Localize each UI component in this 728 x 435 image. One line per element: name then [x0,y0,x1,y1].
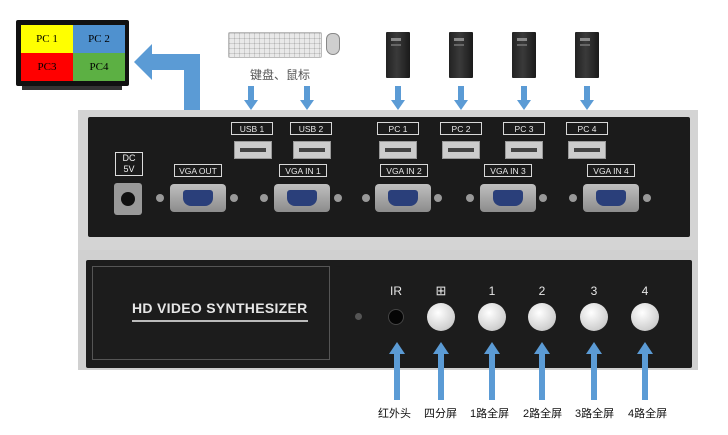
channel-1-button[interactable] [478,303,506,331]
channel-3-button[interactable] [580,303,608,331]
usb1-label: USB 1 [231,122,273,135]
label-full-1: 1路全屏 [470,408,510,420]
label-ir-receiver: 红外头 [378,408,411,420]
screw [539,194,547,202]
arrow-up-icon [484,342,500,400]
screw [569,194,577,202]
pc-tower-icon [449,32,473,78]
brand-underline [132,320,308,322]
pc-tower-icon [575,32,599,78]
arrow-down-icon [580,86,594,110]
monitor-stand [22,86,122,90]
arrow-down-icon [244,86,258,110]
ir-receiver [388,309,404,325]
arrow-down-icon [454,86,468,110]
arrow-up-icon [389,342,405,400]
arrow-down-icon [300,86,314,110]
quadrant-pc2: PC 2 [73,25,125,53]
usb2-label: USB 2 [290,122,332,135]
arrow-up-icon [534,342,550,400]
button-2-label: 2 [538,284,546,298]
vga-in1-port[interactable] [274,184,330,212]
pc-tower-icon [512,32,536,78]
screw [362,194,370,202]
pc4-usb-port[interactable] [568,141,606,159]
vga-in4-port[interactable] [583,184,639,212]
label-full-2: 2路全屏 [523,408,563,420]
rear-panel [88,117,690,237]
quadrant-pc4: PC4 [73,53,125,81]
screw [260,194,268,202]
label-quad-split: 四分屏 [424,408,457,420]
pc-tower-icon [386,32,410,78]
peripherals-caption: 键盘、鼠标 [250,68,311,82]
pc4-label: PC 4 [566,122,608,135]
pc3-label: PC 3 [503,122,545,135]
channel-2-button[interactable] [528,303,556,331]
screw [156,194,164,202]
brand-title: HD VIDEO SYNTHESIZER [132,300,308,316]
vga-in4-label: VGA IN 4 [587,164,635,177]
vga-in3-label: VGA IN 3 [484,164,532,177]
arrow-up-icon [433,342,449,400]
screw [643,194,651,202]
button-4-label: 4 [641,284,649,298]
power-label: DC 5V [115,152,143,176]
vga-in2-port[interactable] [375,184,431,212]
vga-out-label: VGA OUT [174,164,222,177]
pc2-label: PC 2 [440,122,482,135]
quadrant-pc3: PC3 [21,53,73,81]
screw [466,194,474,202]
quadrant-pc1: PC 1 [21,25,73,53]
arrow-up-icon [586,342,602,400]
vga-out-arrow [134,44,200,166]
status-led [355,313,362,320]
button-3-label: 3 [590,284,598,298]
dc-power-jack[interactable] [114,183,142,215]
usb1-port[interactable] [234,141,272,159]
button-1-label: 1 [488,284,496,298]
monitor-display: PC 1 PC 2 PC3 PC4 [16,20,129,86]
screw [230,194,238,202]
pc2-usb-port[interactable] [442,141,480,159]
keyboard-icon [228,32,322,58]
pc1-usb-port[interactable] [379,141,417,159]
label-full-3: 3路全屏 [575,408,615,420]
front-panel-bevel [92,266,330,360]
quad-symbol-icon: ⊞ [435,283,447,298]
mouse-icon [326,33,340,55]
vga-in1-label: VGA IN 1 [279,164,327,177]
vga-in3-port[interactable] [480,184,536,212]
arrow-down-icon [391,86,405,110]
screw [434,194,442,202]
arrow-down-icon [517,86,531,110]
ir-label: IR [390,284,402,298]
quad-split-button[interactable] [427,303,455,331]
vga-out-arrow-path [134,44,200,166]
channel-4-button[interactable] [631,303,659,331]
arrow-up-icon [637,342,653,400]
label-full-4: 4路全屏 [628,408,668,420]
pc1-label: PC 1 [377,122,419,135]
screw [334,194,342,202]
vga-in2-label: VGA IN 2 [380,164,428,177]
pc3-usb-port[interactable] [505,141,543,159]
vga-out-port[interactable] [170,184,226,212]
usb2-port[interactable] [293,141,331,159]
